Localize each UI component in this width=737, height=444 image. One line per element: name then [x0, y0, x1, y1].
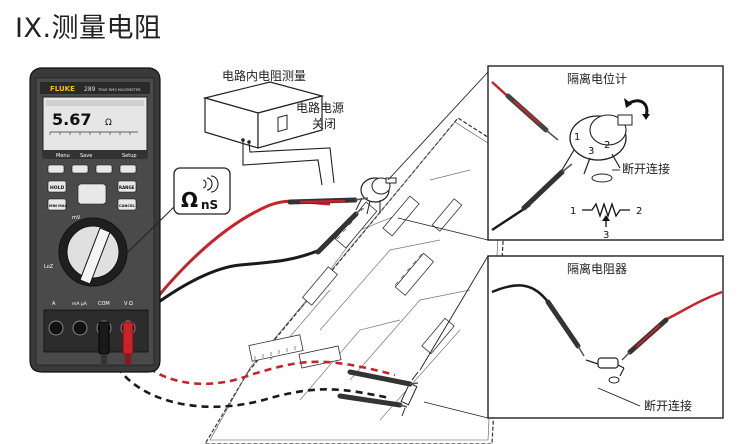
inset-resistor: 隔离电阻器 断开连接: [487, 255, 724, 419]
label-disconnect: 断开连接: [622, 161, 670, 176]
btn-minmax: MIN MAX: [49, 204, 68, 208]
meter-model: 289: [84, 86, 96, 93]
meter-brand: FLUKE: [50, 85, 75, 93]
zoom-line-4: [423, 401, 489, 419]
black-plug: [98, 321, 110, 364]
label-power-off-2: 关闭: [312, 117, 336, 131]
meter-subtitle: TRUE RMS MULTIMETER: [97, 88, 141, 92]
btn-cancel: CANCEL: [119, 204, 136, 208]
label-power-off-1: 电路电源: [296, 100, 344, 115]
board-potentiometer: [355, 177, 397, 215]
softkey-menu: Menu: [56, 153, 70, 159]
softkey-save: Save: [80, 153, 92, 159]
ohm-callout: Ω nS: [173, 167, 231, 215]
label-res-title: 隔离电阻器: [567, 261, 627, 276]
pot-pin-1: 1: [574, 132, 580, 143]
meter-reading-unit: Ω: [105, 118, 112, 128]
jack-label-ma: mA μA: [72, 301, 88, 307]
multimeter: FLUKE 289 TRUE RMS MULTIMETER 5.67 Ω Men…: [29, 67, 161, 373]
dial-mv: mV: [72, 215, 81, 221]
callout-line: [119, 204, 177, 261]
softkey-setup: Setup: [122, 153, 137, 159]
black-probe-upper: [315, 207, 363, 255]
meter-reading: 5.67: [52, 110, 91, 129]
label-disconnect-2: 断开连接: [644, 398, 692, 413]
red-probe-upper: [287, 197, 369, 205]
jack-label-v: V Ω: [124, 301, 133, 307]
label-pot-title: 隔离电位计: [567, 71, 627, 86]
callout-ns: nS: [201, 198, 218, 212]
pot-pin-3: 3: [588, 146, 594, 157]
schem-pin-1: 1: [570, 206, 576, 217]
black-lead-dashed: [106, 344, 391, 409]
zoom-line-1: [387, 71, 489, 181]
label-in-circuit: 电路内电阻测量: [222, 68, 306, 83]
jack-label-a: A: [52, 301, 56, 307]
btn-range: RANGE: [119, 185, 135, 190]
red-plug: [122, 321, 134, 364]
power-supply-box: [202, 81, 325, 149]
black-probe-lower: [337, 393, 408, 408]
jack-label-com: COM: [98, 301, 110, 307]
dial-loz: LoZ: [44, 264, 54, 270]
supply-wire-2: [248, 141, 335, 184]
board-resistor: [400, 371, 419, 417]
page-title: IX.测量电阻: [15, 13, 162, 44]
pot-pin-2: 2: [604, 140, 610, 151]
zoom-line-3: [419, 255, 489, 371]
schem-pin-3: 3: [603, 230, 609, 241]
inset-potentiometer: 隔离电位计 1 3 2 断开连接: [487, 65, 724, 241]
callout-ohm-symbol: Ω: [181, 188, 198, 212]
red-probe-lower: [347, 369, 419, 387]
zoom-line-2: [397, 217, 489, 241]
supply-wire-1: [242, 140, 323, 186]
btn-hold: HOLD: [50, 185, 64, 191]
circuit-board: [204, 117, 509, 444]
schem-pin-2: 2: [636, 206, 642, 217]
